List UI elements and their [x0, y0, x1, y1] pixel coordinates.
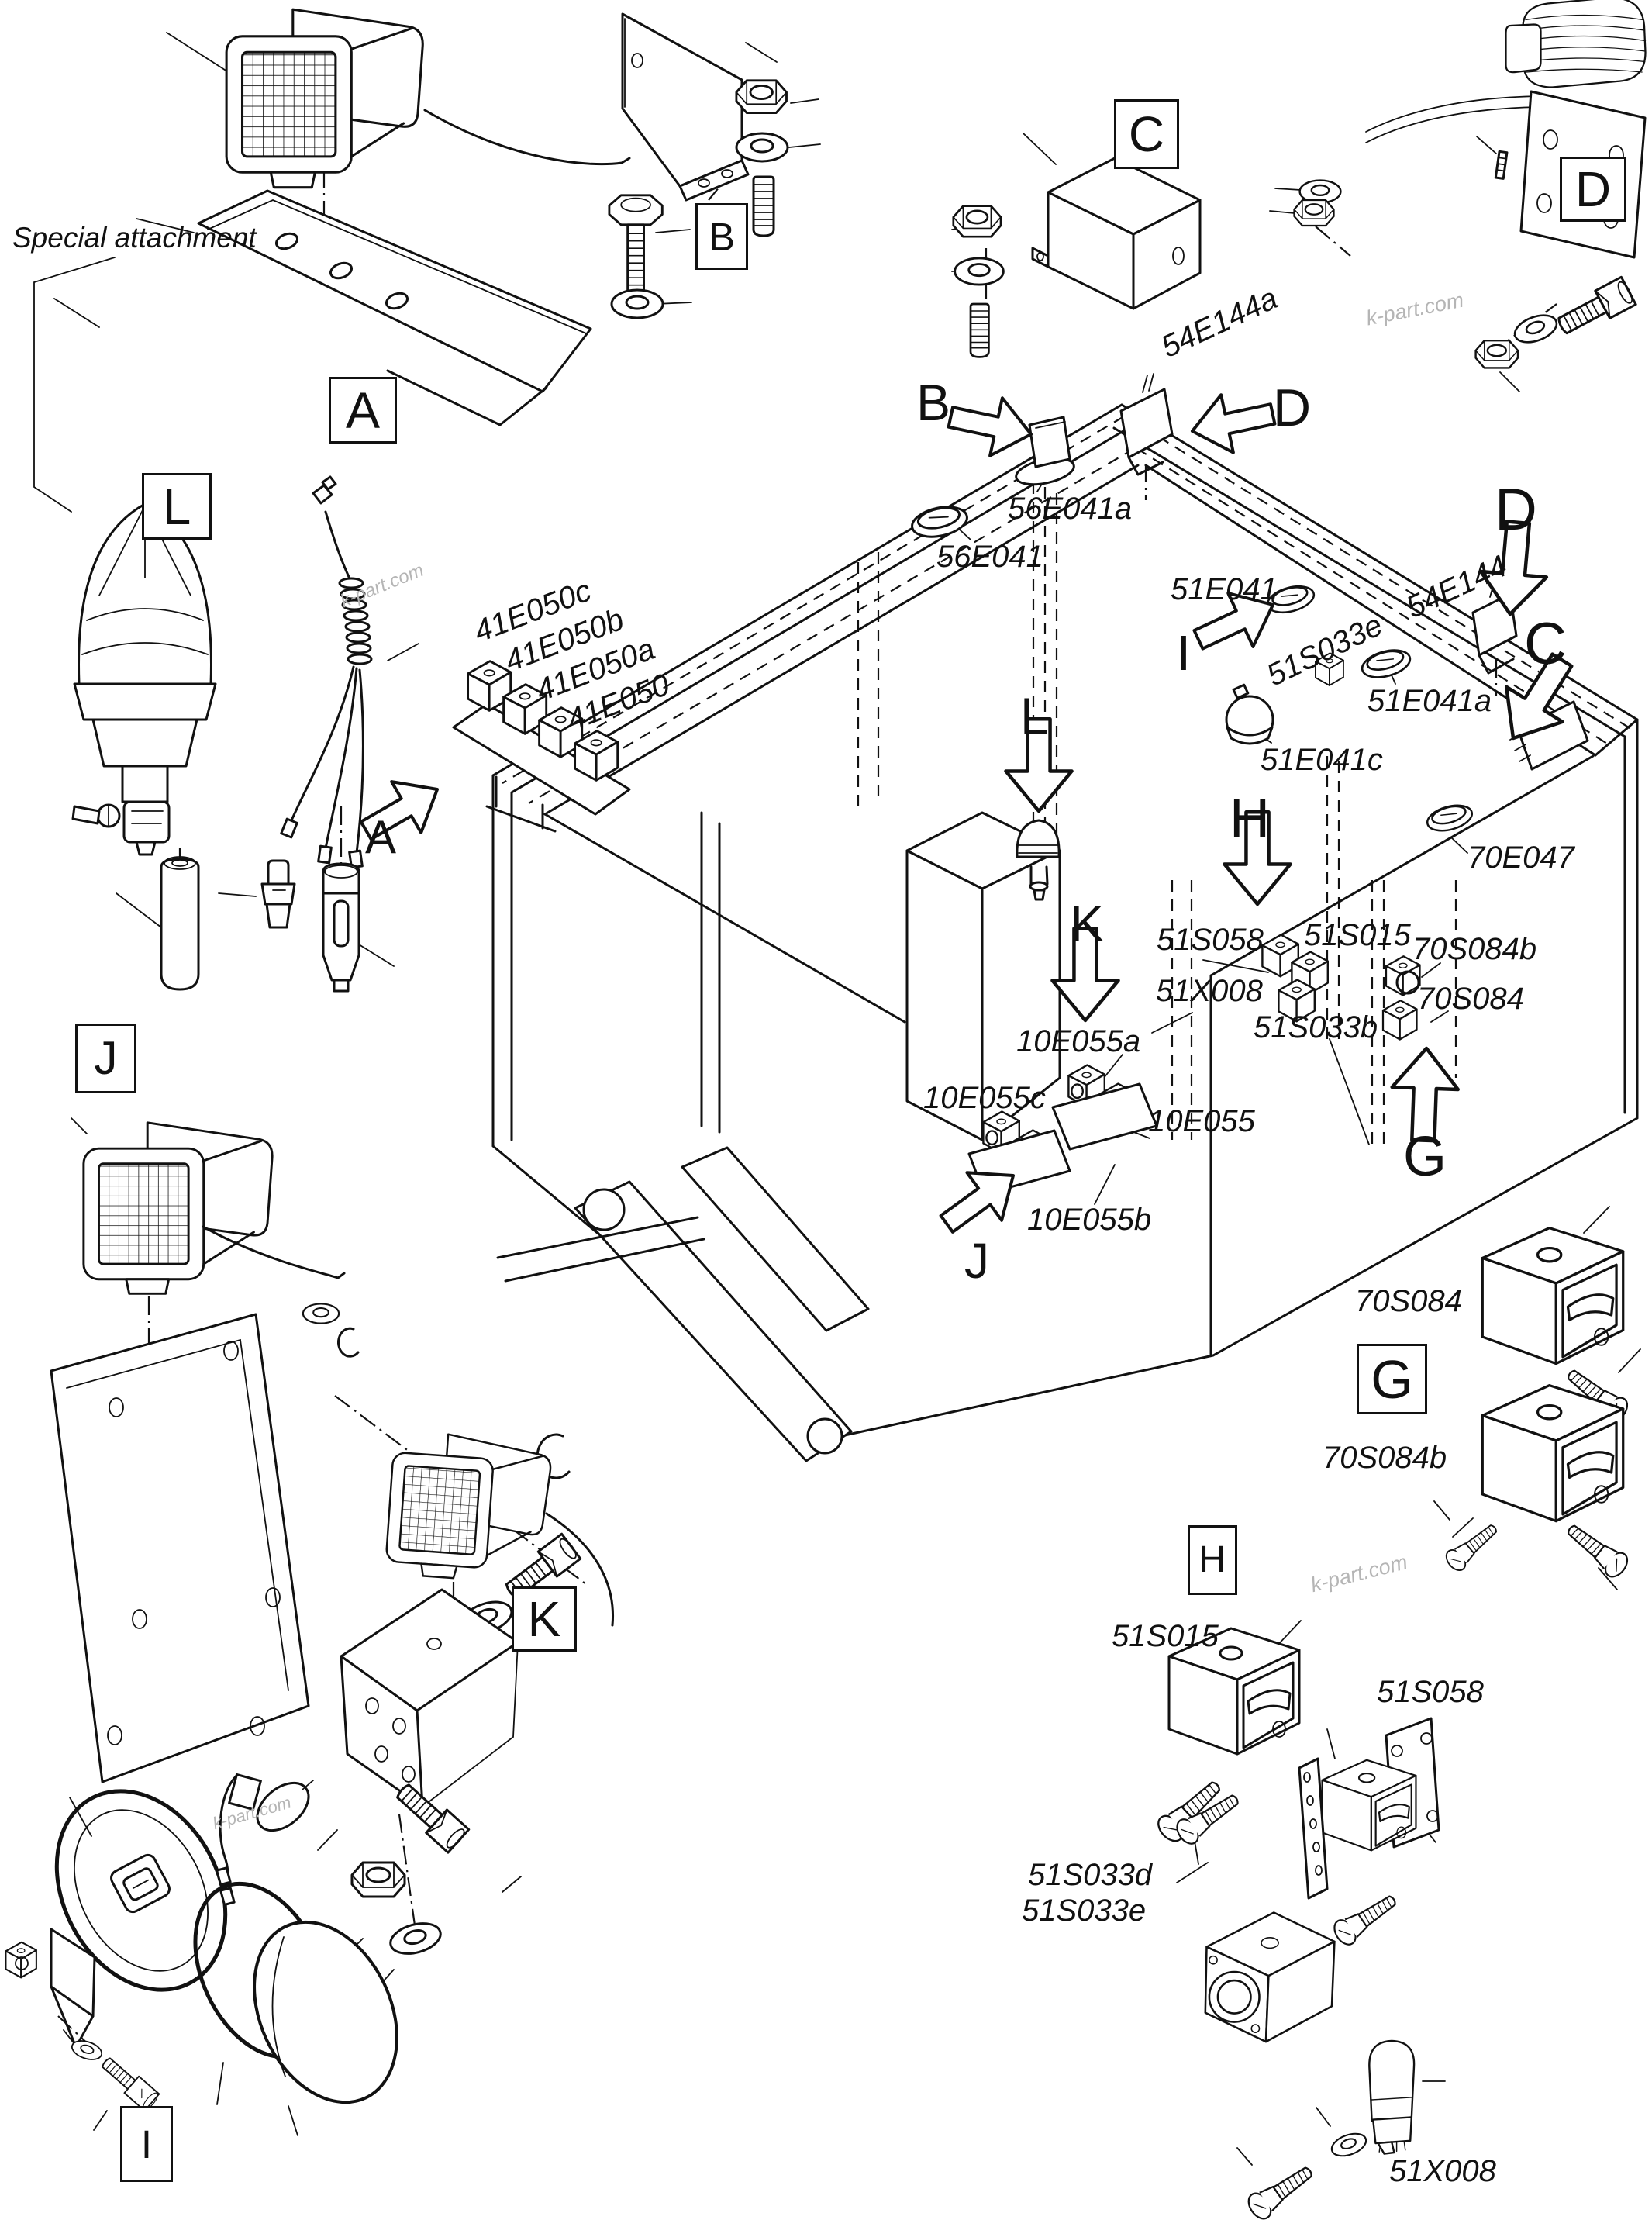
connectors-10E055a	[1051, 1065, 1158, 1151]
section-box-H: H	[1188, 1525, 1237, 1595]
part-label-70S084: 70S084	[1417, 982, 1524, 1016]
horn-bulb	[216, 1773, 314, 1907]
mounting-plate-J	[50, 1313, 310, 1783]
section-box-G: G	[1357, 1344, 1427, 1414]
work-lamp-A	[225, 8, 631, 189]
part-label-51S058: 51S058	[1377, 1675, 1484, 1709]
leader-lines	[53, 32, 1641, 2166]
section-box-A: A	[329, 377, 397, 444]
section-box-I: I	[120, 2106, 173, 2182]
callout-letter-B: B	[916, 374, 951, 431]
machine-body-wireframe	[491, 403, 1639, 1462]
part-label-51S015: 51S015	[1112, 1619, 1219, 1653]
beacon-bulb-K	[1016, 819, 1061, 901]
part-label-70E047: 70E047	[1467, 841, 1574, 875]
special-attachment-note: Special attachment	[12, 222, 257, 254]
bracket-54E144a	[1119, 373, 1174, 476]
dome-light-51E041c	[1225, 683, 1274, 745]
callout-letter-J: J	[964, 1233, 989, 1289]
section-box-B: B	[695, 203, 748, 270]
rotating-beacon-L	[71, 502, 217, 856]
switch-56E041a	[1015, 416, 1075, 486]
section-box-L: L	[142, 473, 212, 540]
part-label-51S033e: 51S033e	[1022, 1894, 1147, 1928]
part-label-51X008: 51X008	[1156, 974, 1263, 1008]
part-label-54E144a: 54E144a	[1156, 281, 1283, 365]
part-label-10E055c: 10E055c	[923, 1081, 1046, 1115]
part-label-51S015: 51S015	[1304, 918, 1411, 952]
part-label-51E041: 51E041	[1171, 572, 1278, 606]
part-label-56E041a: 56E041a	[1008, 492, 1133, 526]
part-label-51S033e: 51S033e	[1261, 607, 1388, 693]
loader-arms	[496, 1146, 870, 1462]
callout-letter-C: C	[1524, 611, 1567, 677]
bracket-A	[197, 189, 592, 426]
part-label-10E055a: 10E055a	[1016, 1024, 1141, 1058]
horn-dome-cover	[253, 1920, 398, 2104]
part-label-70S084b: 70S084b	[1412, 932, 1537, 966]
callout-letter-H: H	[1230, 788, 1270, 850]
callout-letter-I: I	[1177, 625, 1191, 681]
part-label-70S084: 70S084	[1355, 1284, 1462, 1318]
part-label-56E041: 56E041	[936, 540, 1043, 574]
beacon-pole	[160, 856, 200, 991]
socket-pair-70S084	[1381, 955, 1421, 1041]
part-label-10E055b: 10E055b	[1027, 1203, 1152, 1237]
bracket-K	[340, 1588, 519, 1808]
callout-letter-G: G	[1403, 1126, 1447, 1188]
section-box-C: C	[1114, 99, 1179, 169]
part-label-51S033b: 51S033b	[1254, 1010, 1378, 1044]
section-box-K: K	[512, 1586, 577, 1652]
watermark: k-part.com	[1308, 1550, 1410, 1597]
bulb-holder	[322, 862, 360, 993]
callout-letter-A: A	[365, 811, 397, 863]
bulb-connector	[260, 859, 296, 929]
switch-bank-41E050	[452, 660, 631, 833]
part-label-51E041c: 51E041c	[1261, 743, 1383, 777]
cover-C	[1031, 157, 1202, 310]
bracket-B	[621, 12, 750, 202]
part-label-70S084b: 70S084b	[1323, 1441, 1447, 1475]
watermark: k-part.com	[337, 559, 427, 613]
callout-letter-K: K	[1070, 895, 1105, 952]
part-label-54E144: 54E144	[1401, 548, 1512, 626]
part-label-51X008: 51X008	[1389, 2154, 1496, 2188]
part-label-51S058: 51S058	[1157, 923, 1264, 957]
work-lamp-K	[384, 1429, 615, 1627]
watermark: k-part.com	[210, 1792, 294, 1834]
callout-letter-L: L	[1020, 687, 1049, 744]
horn-assembly-I	[5, 1773, 398, 2113]
watermark: k-part.com	[1364, 288, 1466, 330]
switch-51S058-H	[1298, 1717, 1440, 1900]
callout-letter-D: D	[1495, 477, 1537, 543]
special-attachment-bracket-line	[33, 257, 116, 513]
work-lamp-D	[1365, 0, 1647, 143]
part-label-51S033d: 51S033d	[1028, 1858, 1153, 1892]
work-lamp-J	[82, 1121, 346, 1295]
part-label-10E055: 10E055	[1148, 1104, 1255, 1138]
part-label-51E041a: 51E041a	[1367, 684, 1492, 718]
beacon-wiring-harness	[280, 475, 373, 869]
callout-letter-D: D	[1273, 378, 1312, 437]
section-box-J: J	[75, 1024, 136, 1093]
section-box-D: D	[1560, 157, 1626, 222]
